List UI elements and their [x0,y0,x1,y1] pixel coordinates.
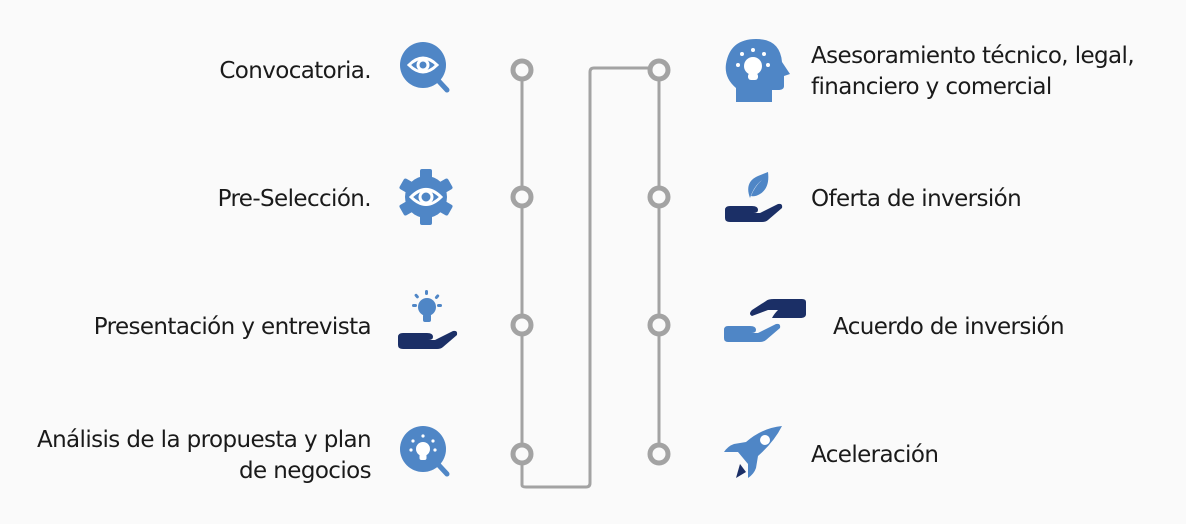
rocket-icon [724,426,782,478]
node-left-3 [510,313,534,337]
node-left-2 [510,185,534,209]
hand-leaf-icon [725,172,783,222]
gear-eye-icon [399,169,453,225]
step-analisis-line1: Análisis de la propuesta y plan [36,427,372,453]
handshake-hands-icon [724,299,806,342]
node-right-1 [647,58,671,82]
node-left-1 [510,58,534,82]
node-right-2 [647,185,671,209]
head-lightbulb-icon [725,39,790,102]
step-aceleracion: Aceleración [811,442,939,468]
node-left-4 [510,442,534,466]
lightbulb-search-icon [400,426,450,477]
step-presentacion: Presentación y entrevista [93,314,372,340]
step-asesoramiento: Asesoramiento técnico, legal, financiero… [811,41,1135,103]
step-convocatoria: Convocatoria. [219,58,371,84]
step-oferta: Oferta de inversión [811,186,1022,212]
node-right-4 [647,442,671,466]
step-analisis: Análisis de la propuesta y plan de negoc… [36,425,372,487]
step-asesoramiento-line1: Asesoramiento técnico, legal, [811,43,1135,69]
step-acuerdo: Acuerdo de inversión [833,314,1065,340]
eye-search-icon [400,42,450,93]
node-right-3 [647,313,671,337]
step-analisis-line2: de negocios [239,458,372,484]
step-asesoramiento-line2: financiero y comercial [811,74,1052,100]
connector-line [520,66,661,489]
hand-lightbulb-icon [398,290,458,349]
step-preseleccion: Pre-Selección. [217,186,372,212]
